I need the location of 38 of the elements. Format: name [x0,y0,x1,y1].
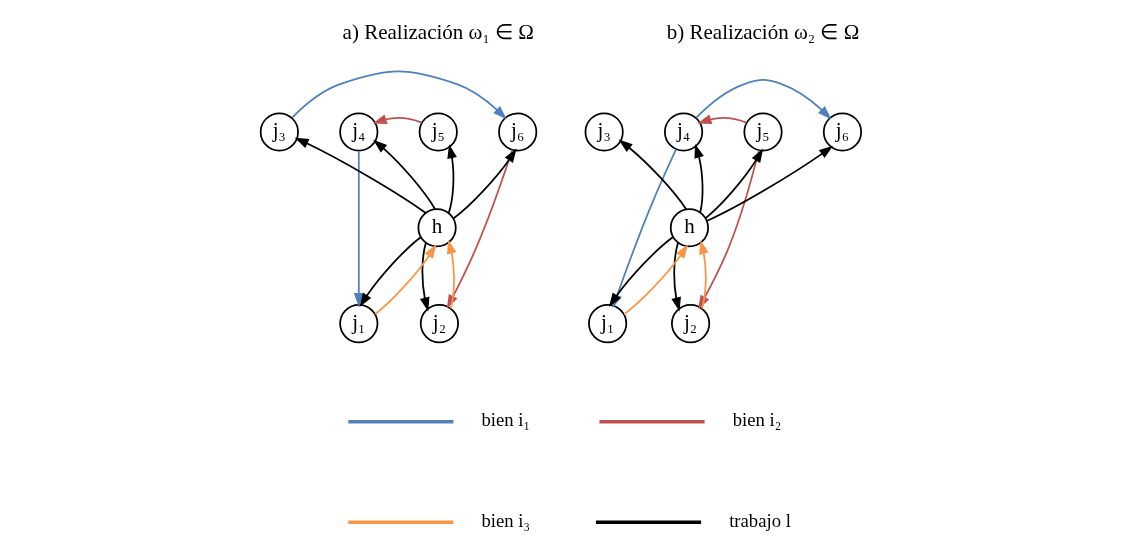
arrow [693,144,704,214]
arrow [358,236,422,308]
node-circle: j₁ [587,304,627,344]
arrow [704,148,763,219]
arrow [618,139,687,211]
arrow [372,139,436,210]
node-circle: h [417,208,457,248]
arrow [419,241,429,312]
node-circle: j₄ [663,112,703,152]
legend-label: bien i₂ [732,409,781,431]
legend-label: bien i₁ [480,409,530,431]
legend-label: trabajo l [728,509,791,531]
node-circle: j₄ [338,112,378,152]
arrow [446,144,457,214]
arrow [353,150,364,308]
node-circle: j₂ [419,304,459,344]
arrow [705,145,833,222]
arrow [670,241,681,312]
label: b) Realización ω₂ ∈ Ω [666,19,859,44]
arrow [622,244,688,316]
legend-label: bien i₃ [480,509,530,531]
arrow [372,114,422,124]
arrow [452,148,517,220]
label: a) Realización ω₁ ∈ Ω [342,19,534,44]
arrow [695,79,832,120]
node-circle: j₆ [497,112,537,152]
arrow [373,244,436,315]
arrow [290,70,507,120]
node-circle: j₁ [338,304,378,344]
arrow [294,137,426,214]
arrow [697,114,747,124]
node-circle: j₆ [822,112,862,152]
node-circle: j₂ [670,304,710,344]
node-circle: j₅ [418,112,458,152]
node-circle: j₃ [584,112,624,152]
node-circle: h [669,208,709,248]
node-circle: j₅ [742,112,783,152]
node-circle: j₃ [259,112,299,152]
